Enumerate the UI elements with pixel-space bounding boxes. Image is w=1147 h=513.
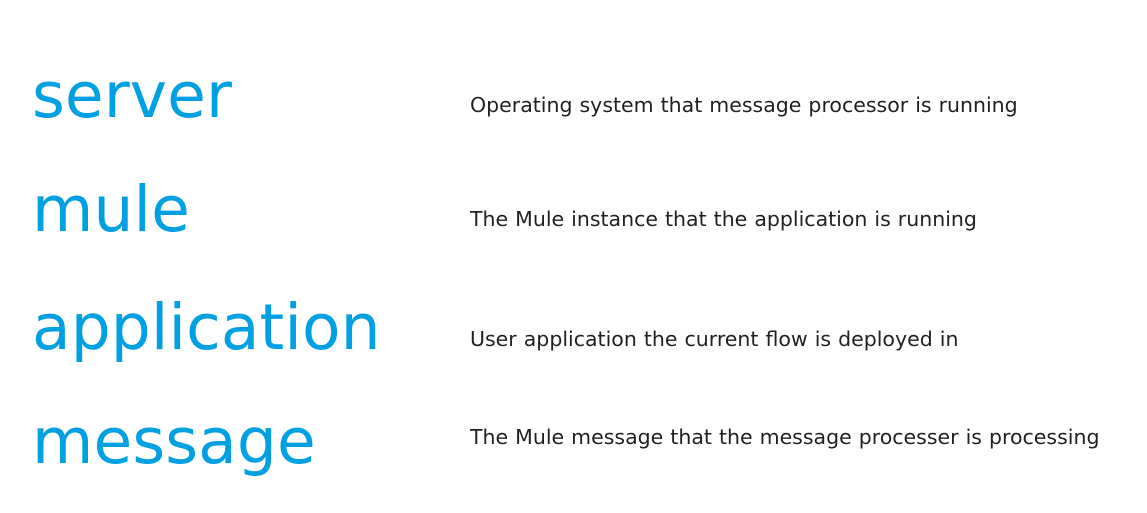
glossary-description-application: User application the current flow is dep… (470, 327, 959, 351)
glossary-term-server: server (32, 59, 233, 132)
glossary-row: message The Mule message that the messag… (0, 404, 1147, 513)
glossary-row: server Operating system that message pro… (0, 58, 1147, 170)
glossary-term-message: message (32, 405, 316, 478)
glossary-description-server: Operating system that message processor … (470, 93, 1018, 117)
glossary-row: application User application the current… (0, 290, 1147, 406)
glossary-row: mule The Mule instance that the applicat… (0, 172, 1147, 284)
glossary-term-application: application (32, 291, 381, 364)
glossary-description-mule: The Mule instance that the application i… (470, 207, 977, 231)
glossary-term-mule: mule (32, 173, 190, 246)
glossary-description-message: The Mule message that the message proces… (470, 425, 1100, 449)
